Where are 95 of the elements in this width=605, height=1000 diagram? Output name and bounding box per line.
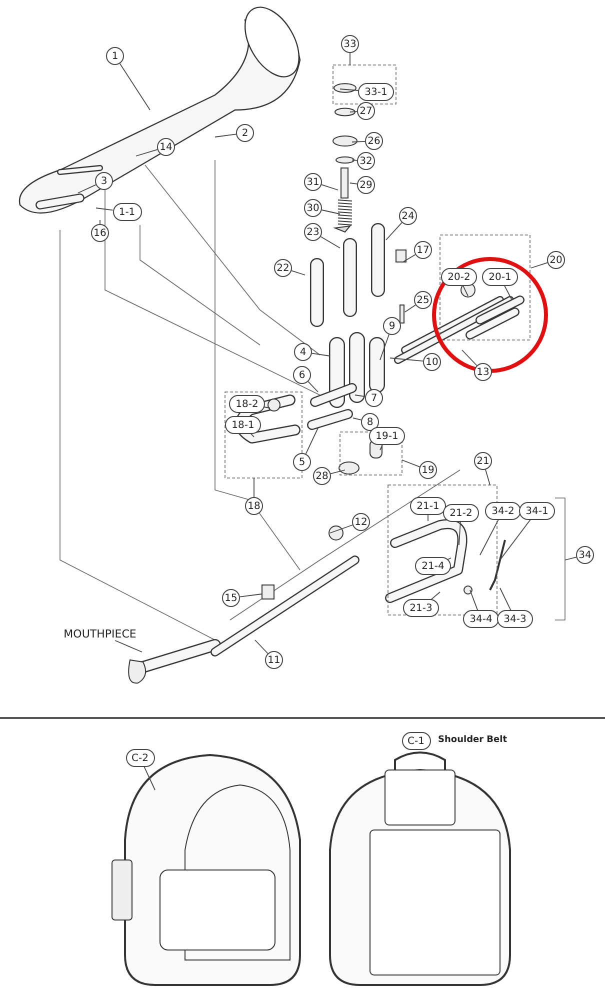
callout-number: 19 <box>419 461 437 479</box>
callout-number: 21 <box>474 452 492 470</box>
callout-number: 20-2 <box>441 268 477 286</box>
callout-number: 30 <box>304 199 322 217</box>
callout-number: 34-2 <box>485 502 521 520</box>
callout-number: 29 <box>357 176 375 194</box>
callout-number: 2 <box>236 124 254 142</box>
callout-number: 18 <box>245 497 263 515</box>
callout-number: 21-2 <box>443 504 479 522</box>
callout-number: 33-1 <box>358 83 394 101</box>
part-name: Shoulder Belt <box>438 735 508 745</box>
leader-line <box>485 469 490 486</box>
callout-number: 5 <box>293 453 311 471</box>
leader-line <box>352 140 366 142</box>
callout-number: 19-1 <box>369 427 405 445</box>
callout-number: 6 <box>293 366 311 384</box>
leader-line <box>321 184 338 190</box>
leader-line <box>402 254 416 262</box>
leader-line <box>462 350 478 366</box>
leader-line <box>386 222 402 240</box>
leader-line <box>239 594 262 598</box>
leader-line <box>311 352 330 356</box>
callout-number: 34-1 <box>519 502 555 520</box>
callout-number: 8 <box>361 413 379 431</box>
callout-number: 31 <box>304 173 322 191</box>
leader-line <box>136 149 158 156</box>
callout-number: 17 <box>414 241 432 259</box>
leader-line <box>96 208 114 211</box>
leader-line <box>119 63 150 110</box>
leader-line <box>480 519 499 556</box>
callout-number: 25 <box>414 291 432 309</box>
leader-line <box>330 524 353 534</box>
leader-line <box>380 334 390 360</box>
callout-number: 1-1 <box>112 203 142 221</box>
leader-line <box>320 236 340 248</box>
leader-line <box>352 418 362 420</box>
callout-number: 16 <box>91 224 109 242</box>
callout-number: C-2 <box>126 749 154 767</box>
callout-number: 13 <box>474 363 492 381</box>
leader-line <box>330 470 346 474</box>
callout-number: C-1 <box>402 732 430 750</box>
leader-line <box>340 88 359 91</box>
leader-line <box>430 592 440 601</box>
callout-number: 11 <box>265 651 283 669</box>
callout-number: 20-1 <box>482 268 518 286</box>
callout-number: 18-2 <box>229 395 265 413</box>
callout-number: 9 <box>383 317 401 335</box>
leader-line <box>114 640 142 652</box>
callout-number: 12 <box>352 513 370 531</box>
leader-line <box>350 182 358 184</box>
part-label: MOUTHPIECE <box>64 628 136 640</box>
leader-line <box>404 304 416 312</box>
callout-number: 10 <box>423 353 441 371</box>
callout-number: 21-1 <box>410 497 446 515</box>
leader-line <box>254 640 268 654</box>
callout-number: 32 <box>357 152 375 170</box>
leader-line <box>402 460 420 468</box>
callout-number: 20 <box>547 251 565 269</box>
callout-number: 27 <box>357 102 375 120</box>
leader-line <box>504 285 512 300</box>
leader-line <box>321 210 340 214</box>
callout-number: 28 <box>313 467 331 485</box>
leader-line <box>500 588 512 611</box>
callout-number: 34 <box>576 546 594 564</box>
leader-line <box>214 134 237 138</box>
leader-line <box>291 270 306 276</box>
callout-number: 21-3 <box>403 599 439 617</box>
callout-number: 1 <box>106 47 124 65</box>
leader-line <box>352 160 358 161</box>
leader-line <box>78 184 96 194</box>
callout-number: 7 <box>365 389 383 407</box>
leader-line <box>350 111 358 112</box>
leader-line <box>564 556 577 560</box>
leader-line <box>380 444 384 450</box>
leader-line <box>305 428 318 454</box>
callout-number: 18-1 <box>225 416 261 434</box>
callout-number: 21-4 <box>415 557 451 575</box>
leader-line <box>500 518 532 560</box>
callout-number: 15 <box>222 589 240 607</box>
leader-line <box>308 381 318 392</box>
callout-number: 26 <box>365 132 383 150</box>
callout-number: 22 <box>274 259 292 277</box>
callout-number: 33 <box>341 35 359 53</box>
callout-number: 4 <box>294 343 312 361</box>
callout-number: 34-4 <box>463 610 499 628</box>
leader-line <box>462 285 468 296</box>
callout-number: 34-3 <box>497 610 533 628</box>
leader-line <box>144 766 156 790</box>
leader-line <box>530 262 548 268</box>
leader-line <box>390 358 424 362</box>
leader-line <box>354 394 366 398</box>
callout-number: 24 <box>399 207 417 225</box>
callout-number: 23 <box>304 223 322 241</box>
leader-line <box>470 590 478 611</box>
leader-line <box>458 522 461 546</box>
